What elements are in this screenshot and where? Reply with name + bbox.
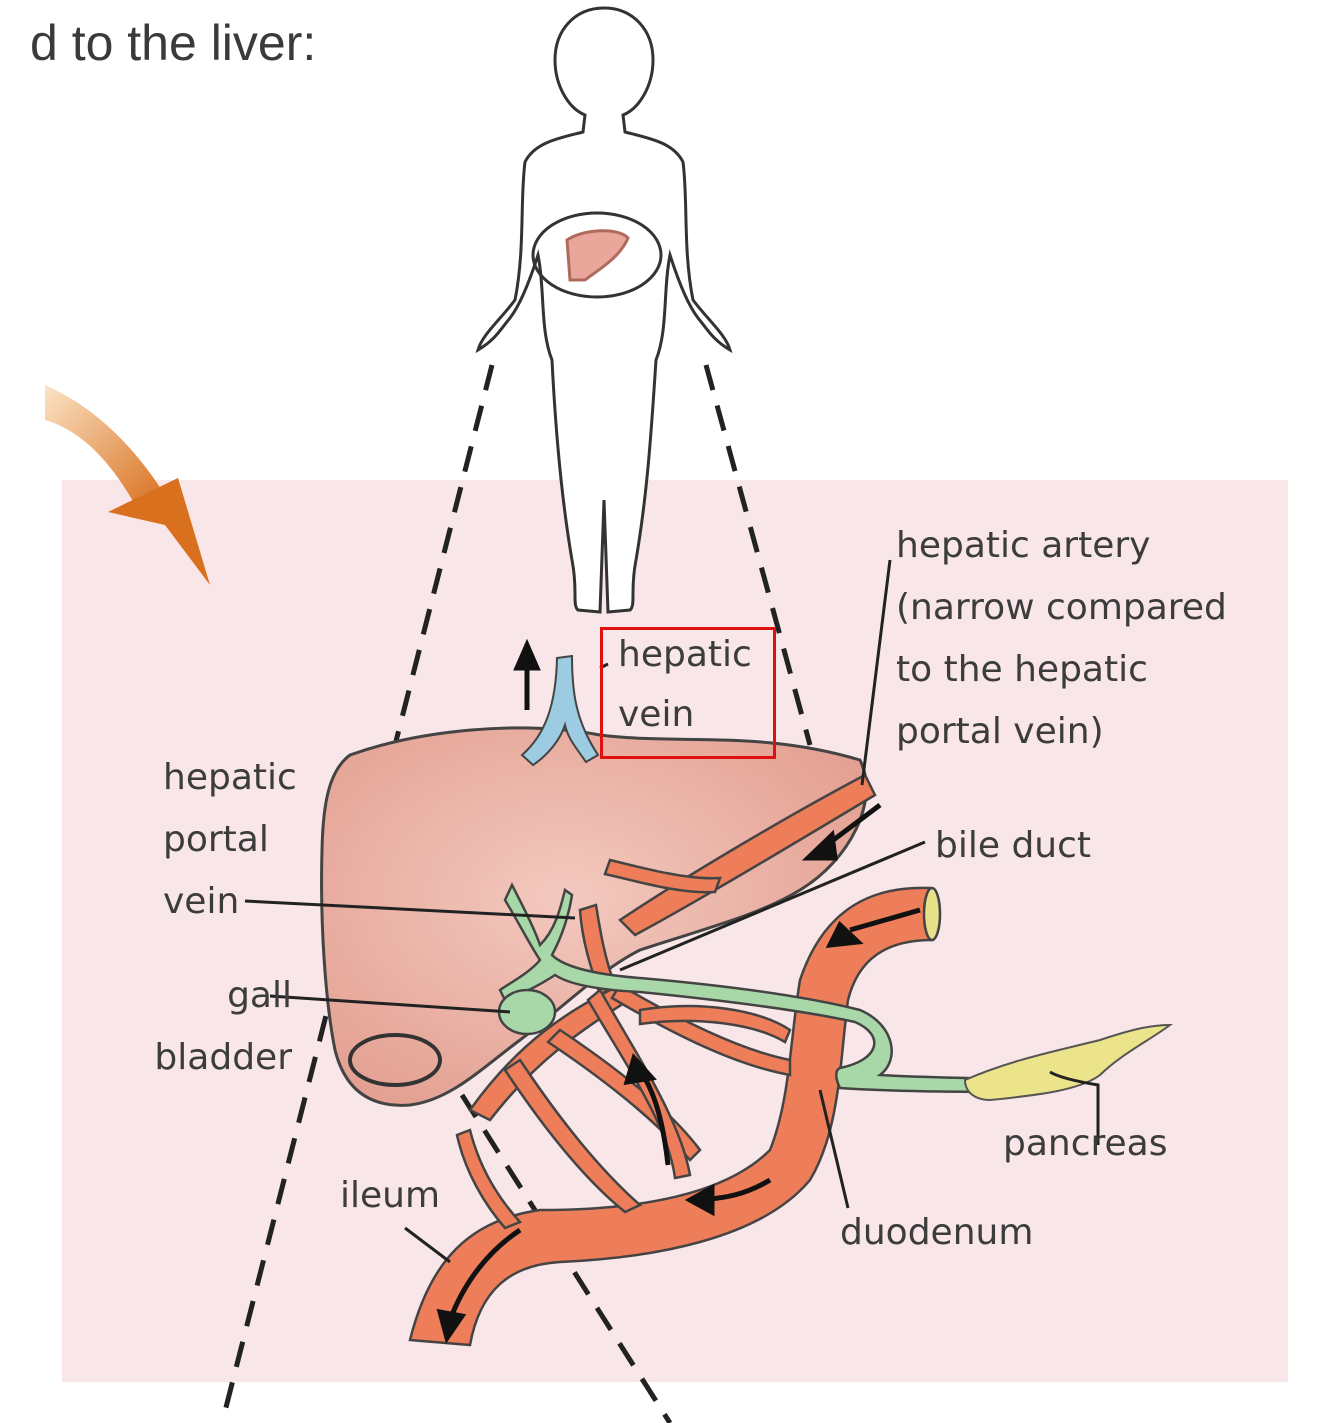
hepatic-vein — [520, 654, 600, 767]
label-ileum: ileum — [340, 1175, 441, 1216]
flow-arrows — [436, 638, 921, 1344]
ileum-loop — [348, 1033, 442, 1087]
page-heading: d to the liver: — [30, 15, 317, 71]
label-hepatic-artery: hepatic artery (narrow compared to the h… — [896, 525, 1227, 752]
label-bile-duct: bile duct — [935, 825, 1092, 866]
label-duodenum: duodenum — [840, 1212, 1034, 1253]
highlight-box — [600, 627, 776, 759]
label-hepatic-portal-vein: hepatic portal vein — [163, 757, 297, 922]
label-gall-bladder: gall bladder — [154, 975, 292, 1078]
leader-lines — [244, 559, 1100, 1264]
label-pancreas: pancreas — [1003, 1123, 1168, 1164]
pancreas — [963, 1023, 1174, 1102]
label-hepatic-vein: hepatic vein — [618, 634, 752, 735]
zoom-lines — [219, 364, 813, 1423]
pointer-arrow-icon — [45, 385, 210, 585]
human-figure-icon — [475, 6, 733, 614]
